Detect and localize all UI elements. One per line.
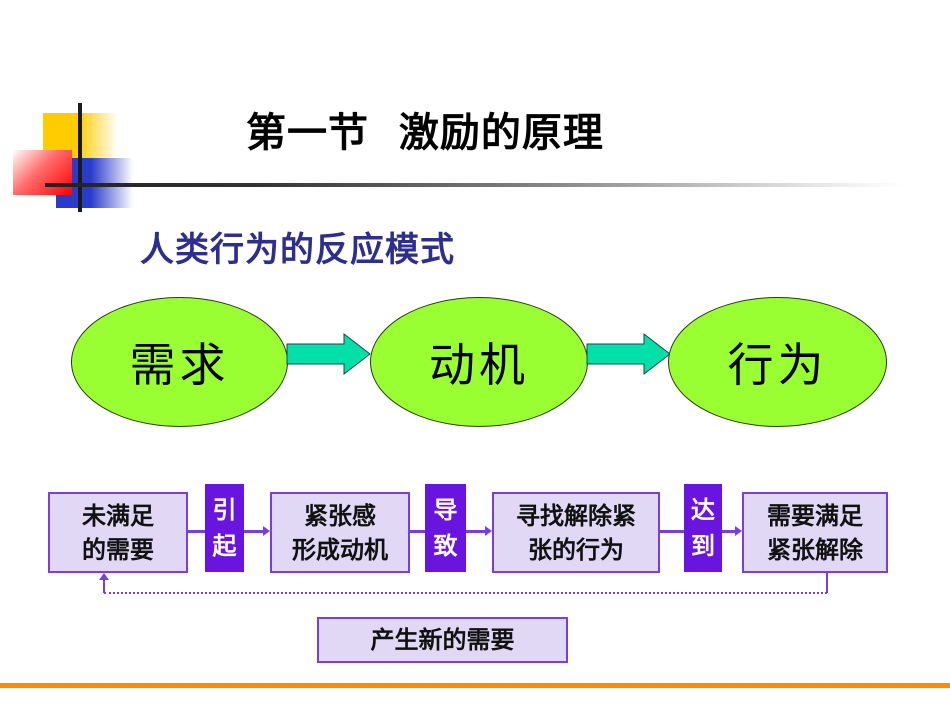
connector-line bbox=[188, 530, 205, 533]
transition-cause: 引 起 bbox=[205, 484, 244, 572]
step-line: 未满足 bbox=[82, 500, 154, 530]
step-line: 紧张感 bbox=[304, 500, 376, 530]
step-seek-behavior: 寻找解除紧 张的行为 bbox=[492, 492, 660, 573]
connector-line bbox=[466, 530, 486, 533]
arrowhead-icon bbox=[485, 526, 492, 536]
node-motive-label: 动机 bbox=[429, 338, 529, 392]
feedback-label: 产生新的需要 bbox=[370, 625, 515, 654]
arrow-right-icon bbox=[586, 333, 671, 375]
feedback-line-down bbox=[826, 573, 828, 593]
step-line: 张的行为 bbox=[528, 534, 624, 564]
title-underline-divider bbox=[45, 183, 905, 187]
decorative-vertical-line bbox=[78, 103, 82, 212]
step-line: 形成动机 bbox=[292, 534, 388, 564]
feedback-line-dotted bbox=[104, 592, 827, 594]
step-line: 需要满足 bbox=[767, 500, 863, 530]
step-line: 寻找解除紧 bbox=[516, 500, 636, 530]
node-need-label: 需求 bbox=[129, 338, 230, 392]
feedback-new-need: 产生新的需要 bbox=[317, 617, 568, 663]
step-line: 紧张解除 bbox=[767, 534, 863, 564]
transition-char: 到 bbox=[691, 531, 715, 560]
connector-line bbox=[660, 530, 684, 533]
connector-line bbox=[410, 530, 425, 533]
node-behavior: 行为 bbox=[668, 297, 887, 427]
arrowhead-icon bbox=[263, 526, 270, 536]
arrowhead-icon bbox=[735, 526, 742, 536]
step-unmet-need: 未满足 的需要 bbox=[48, 492, 188, 573]
step-tension-motive: 紧张感 形成动机 bbox=[270, 492, 410, 573]
connector-line bbox=[722, 530, 736, 533]
step-need-satisfied: 需要满足 紧张解除 bbox=[742, 492, 888, 573]
slide-title: 第一节 激励的原理 bbox=[246, 109, 604, 156]
arrow-right-icon bbox=[286, 333, 371, 375]
footer-divider bbox=[0, 683, 950, 688]
connector-line bbox=[244, 530, 264, 533]
node-need: 需求 bbox=[71, 297, 288, 427]
transition-char: 引 bbox=[212, 495, 237, 524]
transition-char: 达 bbox=[691, 495, 715, 524]
node-motive: 动机 bbox=[370, 297, 588, 427]
decorative-red-square bbox=[13, 150, 72, 195]
arrowhead-up-icon bbox=[99, 573, 109, 580]
node-behavior-label: 行为 bbox=[727, 338, 828, 392]
feedback-line-up bbox=[103, 578, 105, 593]
transition-lead-to: 导 致 bbox=[425, 484, 466, 572]
transition-achieve: 达 到 bbox=[684, 484, 722, 572]
step-line: 的需要 bbox=[82, 534, 154, 564]
transition-char: 起 bbox=[212, 531, 237, 560]
transition-char: 致 bbox=[433, 531, 458, 560]
transition-char: 导 bbox=[433, 495, 458, 524]
slide-subtitle: 人类行为的反应模式 bbox=[140, 230, 455, 270]
